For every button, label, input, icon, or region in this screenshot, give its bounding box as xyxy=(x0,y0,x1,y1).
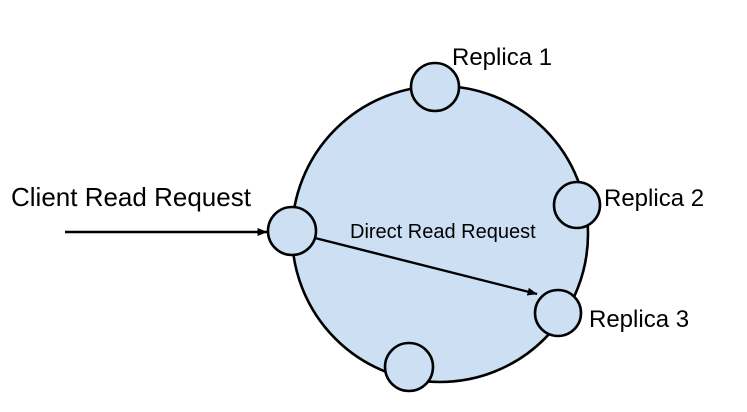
client-read-request-label: Client Read Request xyxy=(11,182,252,212)
node-unlabeled-bottom[interactable] xyxy=(383,341,435,393)
replica-1-label: Replica 1 xyxy=(452,44,552,71)
direct-read-request-label: Direct Read Request xyxy=(350,221,536,243)
node-replica-2[interactable] xyxy=(552,180,602,230)
node-replica-3[interactable] xyxy=(533,288,583,338)
replica-3-label: Replica 3 xyxy=(589,306,689,333)
replica-2-label: Replica 2 xyxy=(604,185,704,212)
direct-read-request-arrow xyxy=(314,236,538,296)
node-coordinator[interactable] xyxy=(266,205,318,257)
node-replica-1[interactable] xyxy=(409,61,461,113)
